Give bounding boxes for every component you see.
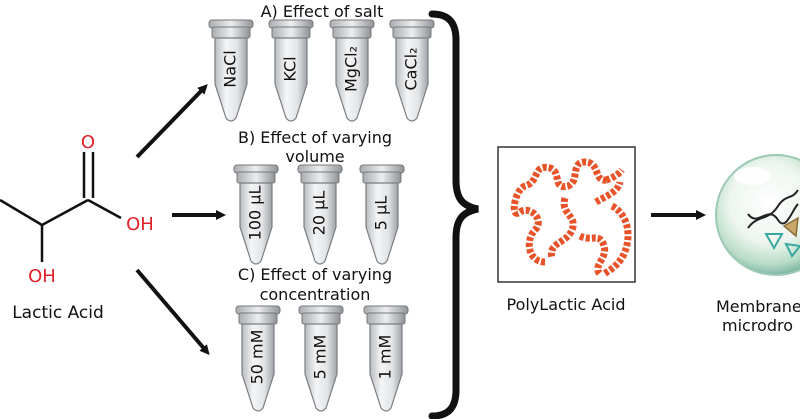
dna-helix-icon [747, 189, 799, 229]
panel-c-title-line1: C) Effect of varying [238, 265, 392, 284]
panel-a-tubes: NaCl KCl MgCl₂ CaCl₂ [208, 19, 435, 122]
arrow-to-panel-a [135, 84, 208, 159]
triangle-molecule-icon [764, 233, 784, 251]
tube-label: 5 mM [311, 335, 330, 380]
panel-c-tubes: 50 mM 5 mM 1 mM [235, 305, 409, 412]
alcohol-hydroxyl-label: OH [28, 266, 56, 287]
microcentrifuge-tube: 20 µL [297, 164, 343, 265]
lactic-acid-label: Lactic Acid [12, 303, 104, 323]
microcentrifuge-tube: KCl [268, 19, 314, 122]
microcentrifuge-tube: NaCl [208, 19, 254, 122]
microcentrifuge-tube: MgCl₂ [329, 19, 375, 122]
tube-label: MgCl₂ [342, 46, 361, 92]
tube-label: CaCl₂ [402, 47, 421, 90]
triangle-molecule-icon [784, 242, 800, 258]
tube-label: 100 µL [246, 186, 265, 241]
droplet-label-line2: microdro [722, 316, 793, 335]
microcentrifuge-tube: 100 µL [233, 164, 279, 265]
panel-a-title: A) Effect of salt [261, 2, 384, 21]
microcentrifuge-tube: 1 mM [363, 305, 409, 412]
tube-label: 1 mM [376, 335, 395, 380]
droplet-label-line1: Membrane [716, 297, 800, 316]
microcentrifuge-tube: 5 µL [359, 164, 405, 265]
microdroplet-highlight [734, 167, 770, 185]
microcentrifuge-tube: 5 mM [298, 305, 344, 412]
tube-label: 50 mM [248, 330, 267, 385]
tube-label: KCl [281, 56, 300, 81]
grouping-brace [428, 10, 479, 419]
acid-hydroxyl-label: OH [126, 214, 154, 235]
tube-label: 20 µL [310, 191, 329, 236]
microcentrifuge-tube: 50 mM [235, 305, 281, 412]
microdroplet-sphere [715, 154, 800, 276]
panel-b-title-line2: volume [285, 147, 344, 166]
lactic-acid-structure [0, 152, 122, 262]
panel-c-title-line2: concentration [260, 285, 371, 304]
arrow-to-panel-c [135, 268, 210, 356]
microcentrifuge-tube: CaCl₂ [389, 19, 435, 122]
tube-label: NaCl [221, 50, 240, 87]
polylactic-acid-box [497, 146, 636, 283]
panel-b-title-line1: B) Effect of varying [238, 128, 392, 147]
panel-b-tubes: 100 µL 20 µL 5 µL [233, 164, 405, 265]
carbonyl-oxygen-label: O [81, 132, 95, 153]
triangle-molecule-icon [782, 216, 799, 238]
polymer-chain [510, 158, 632, 277]
tube-label: 5 µL [372, 196, 391, 230]
polylactic-acid-label: PolyLactic Acid [507, 295, 626, 314]
